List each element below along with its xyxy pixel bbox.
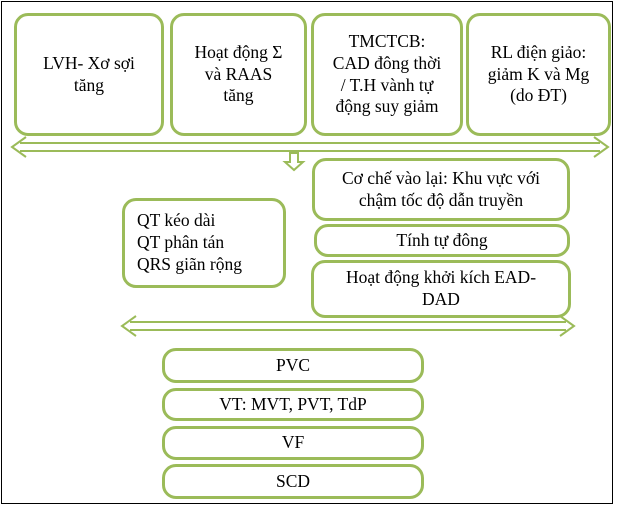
box-pvc-label: PVC [275,354,311,375]
box-electrolyte-disorder-text: RL điện giảo:giảm K và Mg(do ĐT) [488,42,590,108]
box-pvc: PVC [162,348,424,383]
box-reentry-mechanism-line-2: chậm tốc độ dẫn truyền [358,189,524,210]
box-automaticity: Tính tự đông [314,224,570,257]
box-sympathetic-raas-line-3: tăng [223,85,254,106]
box-sympathetic-raas-line-2: và RAAS [204,63,273,84]
box-vt: VT: MVT, PVT, TdP [162,388,424,421]
box-ischemic-heart-disease-line-3: / T.H vành tự [340,74,434,95]
box-electrolyte-disorder-line-2: giảm K và Mg [487,63,590,84]
box-qt-qrs-line-2: QT phân tán [137,232,225,253]
box-automaticity-line-1: Tính tự đông [396,229,488,250]
box-triggered-activity-text: Hoạt động khởi kích EAD-DAD [346,267,536,311]
box-electrolyte-disorder: RL điện giảo:giảm K và Mg(do ĐT) [466,13,611,136]
horizontal-double-arrow-2 [120,315,576,337]
box-electrolyte-disorder-line-1: RL điện giảo: [490,41,587,62]
box-electrolyte-disorder-line-3: (do ĐT) [510,85,567,106]
box-scd: SCD [162,464,424,499]
box-vf-label: VF [281,432,305,453]
box-ischemic-heart-disease-line-1: TMCTCB: [348,30,426,51]
box-triggered-activity-line-2: DAD [422,289,460,309]
horizontal-double-arrow-1 [10,136,610,158]
box-sympathetic-raas-line-1: Hoạt động Σ [194,41,283,62]
box-vf: VF [162,426,424,460]
down-arrow [282,152,306,172]
box-triggered-activity: Hoạt động khởi kích EAD-DAD [311,260,571,318]
box-ischemic-heart-disease-line-4: động suy giảm [335,96,439,117]
box-scd-label: SCD [275,470,311,491]
box-lvh-fibrosis-line-1: LVH- Xơ sợi [43,52,135,73]
box-lvh-fibrosis-line-2: tăng [73,74,105,95]
box-ischemic-heart-disease-line-2: CAD đông thời [332,52,442,73]
box-automaticity-text: Tính tự đông [396,230,487,252]
box-reentry-mechanism-line-1: Cơ chế vào lại: Khu vực với [341,167,541,188]
box-triggered-activity-line-1: Hoạt động khởi kích EAD- [345,267,537,288]
box-vt-label: VT: MVT, PVT, TdP [219,393,367,414]
box-qt-qrs-line-1: QT kéo dài [137,210,216,231]
box-qt-qrs-line-3: QRS giãn rộng [137,253,242,274]
